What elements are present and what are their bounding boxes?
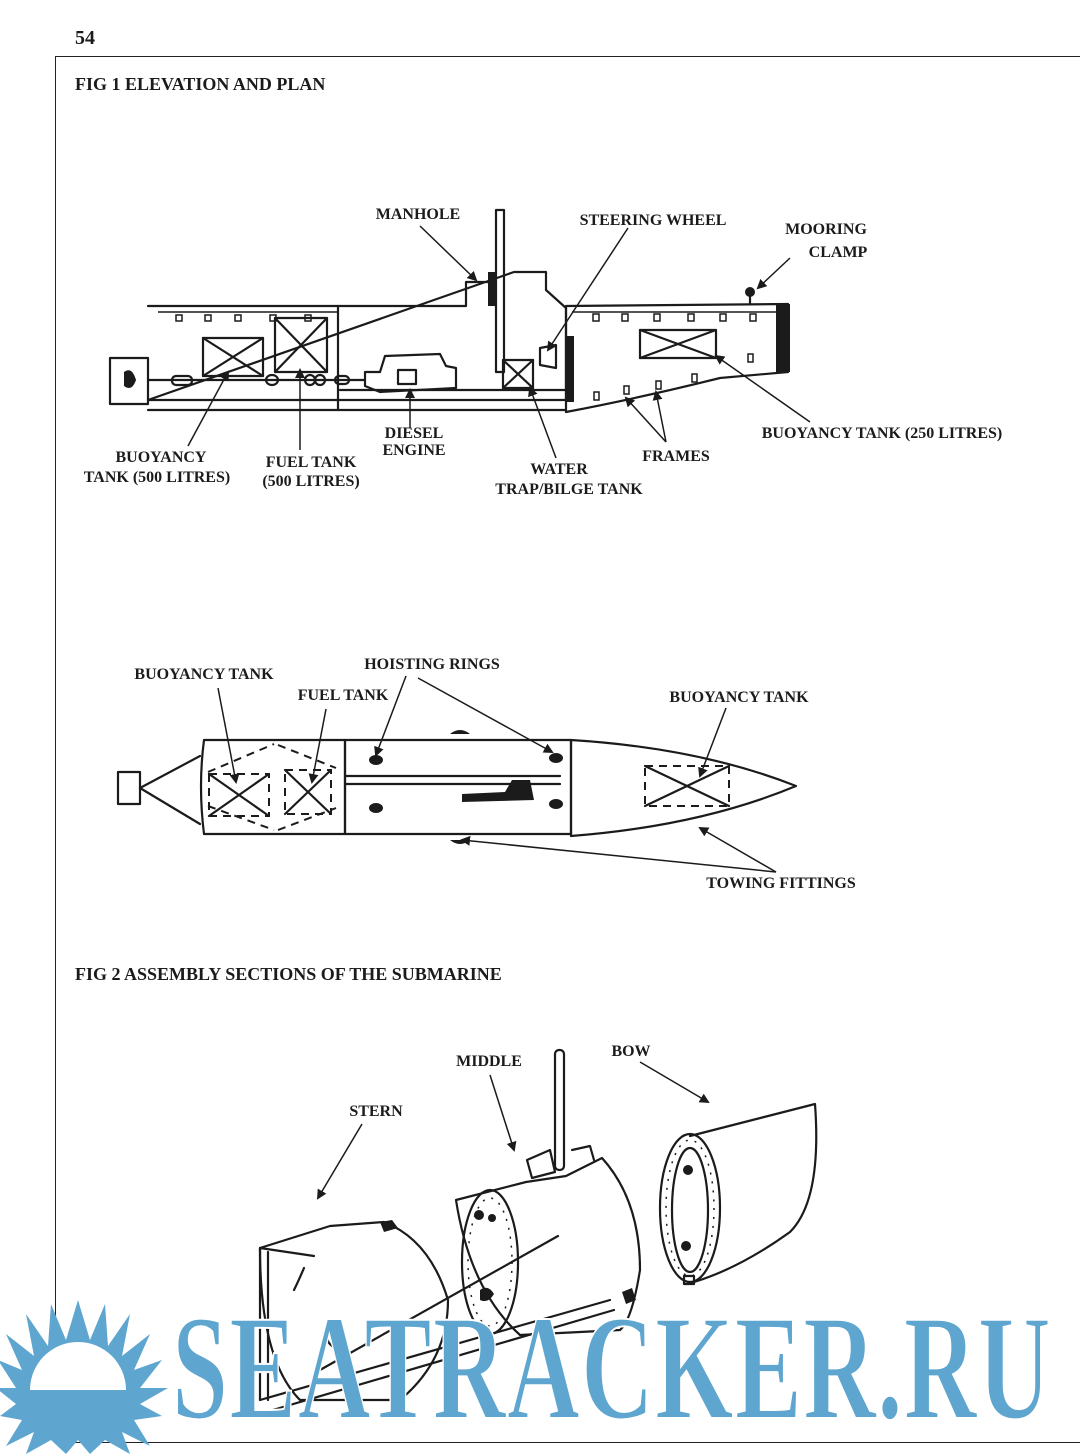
label-bow: BOW: [611, 1043, 650, 1060]
label-fuel-tank-2: (500 LITRES): [262, 473, 359, 490]
buoyancy-tank-plan-bow: [643, 764, 731, 808]
label-diesel-engine-1: DIESEL: [385, 425, 444, 442]
buoyancy-tank-250: [638, 328, 718, 360]
watermark-text: SEATRACKER.RU: [172, 1285, 1052, 1451]
plan-drawing: BUOYANCY TANK FUEL TANK HOISTING RINGS B…: [116, 656, 856, 892]
middle-section-plan: [343, 738, 573, 836]
buoyancy-tank-plan-stern: [207, 772, 271, 818]
hoisting-ring: [369, 803, 383, 813]
diesel-engine: [363, 352, 458, 394]
manhole-hatch: [525, 1148, 557, 1180]
label-mooring-clamp-1: MOORING: [785, 221, 867, 238]
buoyancy-tank-500: [201, 336, 265, 378]
stern-section: [258, 1220, 616, 1414]
water-trap-bilge-tank: [501, 358, 535, 390]
label-diesel-engine-2: ENGINE: [382, 442, 445, 459]
fuel-tank-plan: [283, 768, 333, 816]
figure-1-title: FIG 1 ELEVATION AND PLAN: [75, 74, 326, 94]
label-water-trap-1: WATER: [530, 461, 588, 478]
steering-wheel: [538, 343, 558, 370]
bow-section: [658, 1102, 818, 1286]
label-buoyancy-tank-250: BUOYANCY TANK (250 LITRES): [762, 425, 1002, 442]
figure-frame: [55, 56, 1080, 1443]
label-mooring-clamp-2: CLAMP: [809, 244, 868, 261]
frames-bow: [592, 313, 757, 401]
page-number: 54: [75, 27, 95, 49]
label-plan-fuel-tank: FUEL TANK: [298, 687, 389, 704]
label-buoyancy-tank-500-2: TANK (500 LITRES): [84, 469, 230, 486]
label-plan-towing-fittings: TOWING FITTINGS: [706, 875, 856, 892]
label-middle: MIDDLE: [456, 1053, 522, 1070]
propeller-icon: [124, 370, 136, 388]
label-plan-hoisting-rings: HOISTING RINGS: [364, 656, 500, 673]
label-plan-buoyancy-tank-bow: BUOYANCY TANK: [669, 689, 809, 706]
label-frames: FRAMES: [642, 448, 710, 465]
fuel-tank-500: [273, 316, 329, 374]
assembly-drawing: STERN MIDDLE BOW: [258, 1043, 818, 1414]
label-manhole: MANHOLE: [376, 206, 460, 223]
middle-flange: [460, 1188, 520, 1336]
periscope-mast: [494, 208, 506, 374]
hoisting-ring: [369, 755, 383, 765]
label-plan-buoyancy-tank-stern: BUOYANCY TANK: [134, 666, 274, 683]
bow-section-plan: [569, 738, 798, 838]
stern-section-plan: [199, 738, 347, 836]
figure-2-title: FIG 2 ASSEMBLY SECTIONS OF THE SUBMARINE: [75, 964, 502, 984]
middle-section: [318, 1048, 642, 1372]
watermark: SEATRACKER.RU: [0, 1284, 1052, 1454]
label-steering-wheel: STEERING WHEEL: [580, 212, 727, 229]
hoisting-ring: [549, 799, 563, 809]
sun-over-water-icon: [0, 1300, 168, 1454]
hoisting-ring: [549, 753, 563, 763]
assembly-mast: [553, 1048, 566, 1172]
label-buoyancy-tank-500-1: BUOYANCY: [116, 449, 207, 466]
label-fuel-tank-1: FUEL TANK: [266, 454, 357, 471]
stern-box-plan: [116, 770, 142, 806]
elevation-drawing: MANHOLE STEERING WHEEL MOORING CLAMP BUO…: [84, 206, 1002, 498]
label-water-trap-2: TRAP/BILGE TANK: [495, 481, 643, 498]
label-stern: STERN: [349, 1103, 403, 1120]
